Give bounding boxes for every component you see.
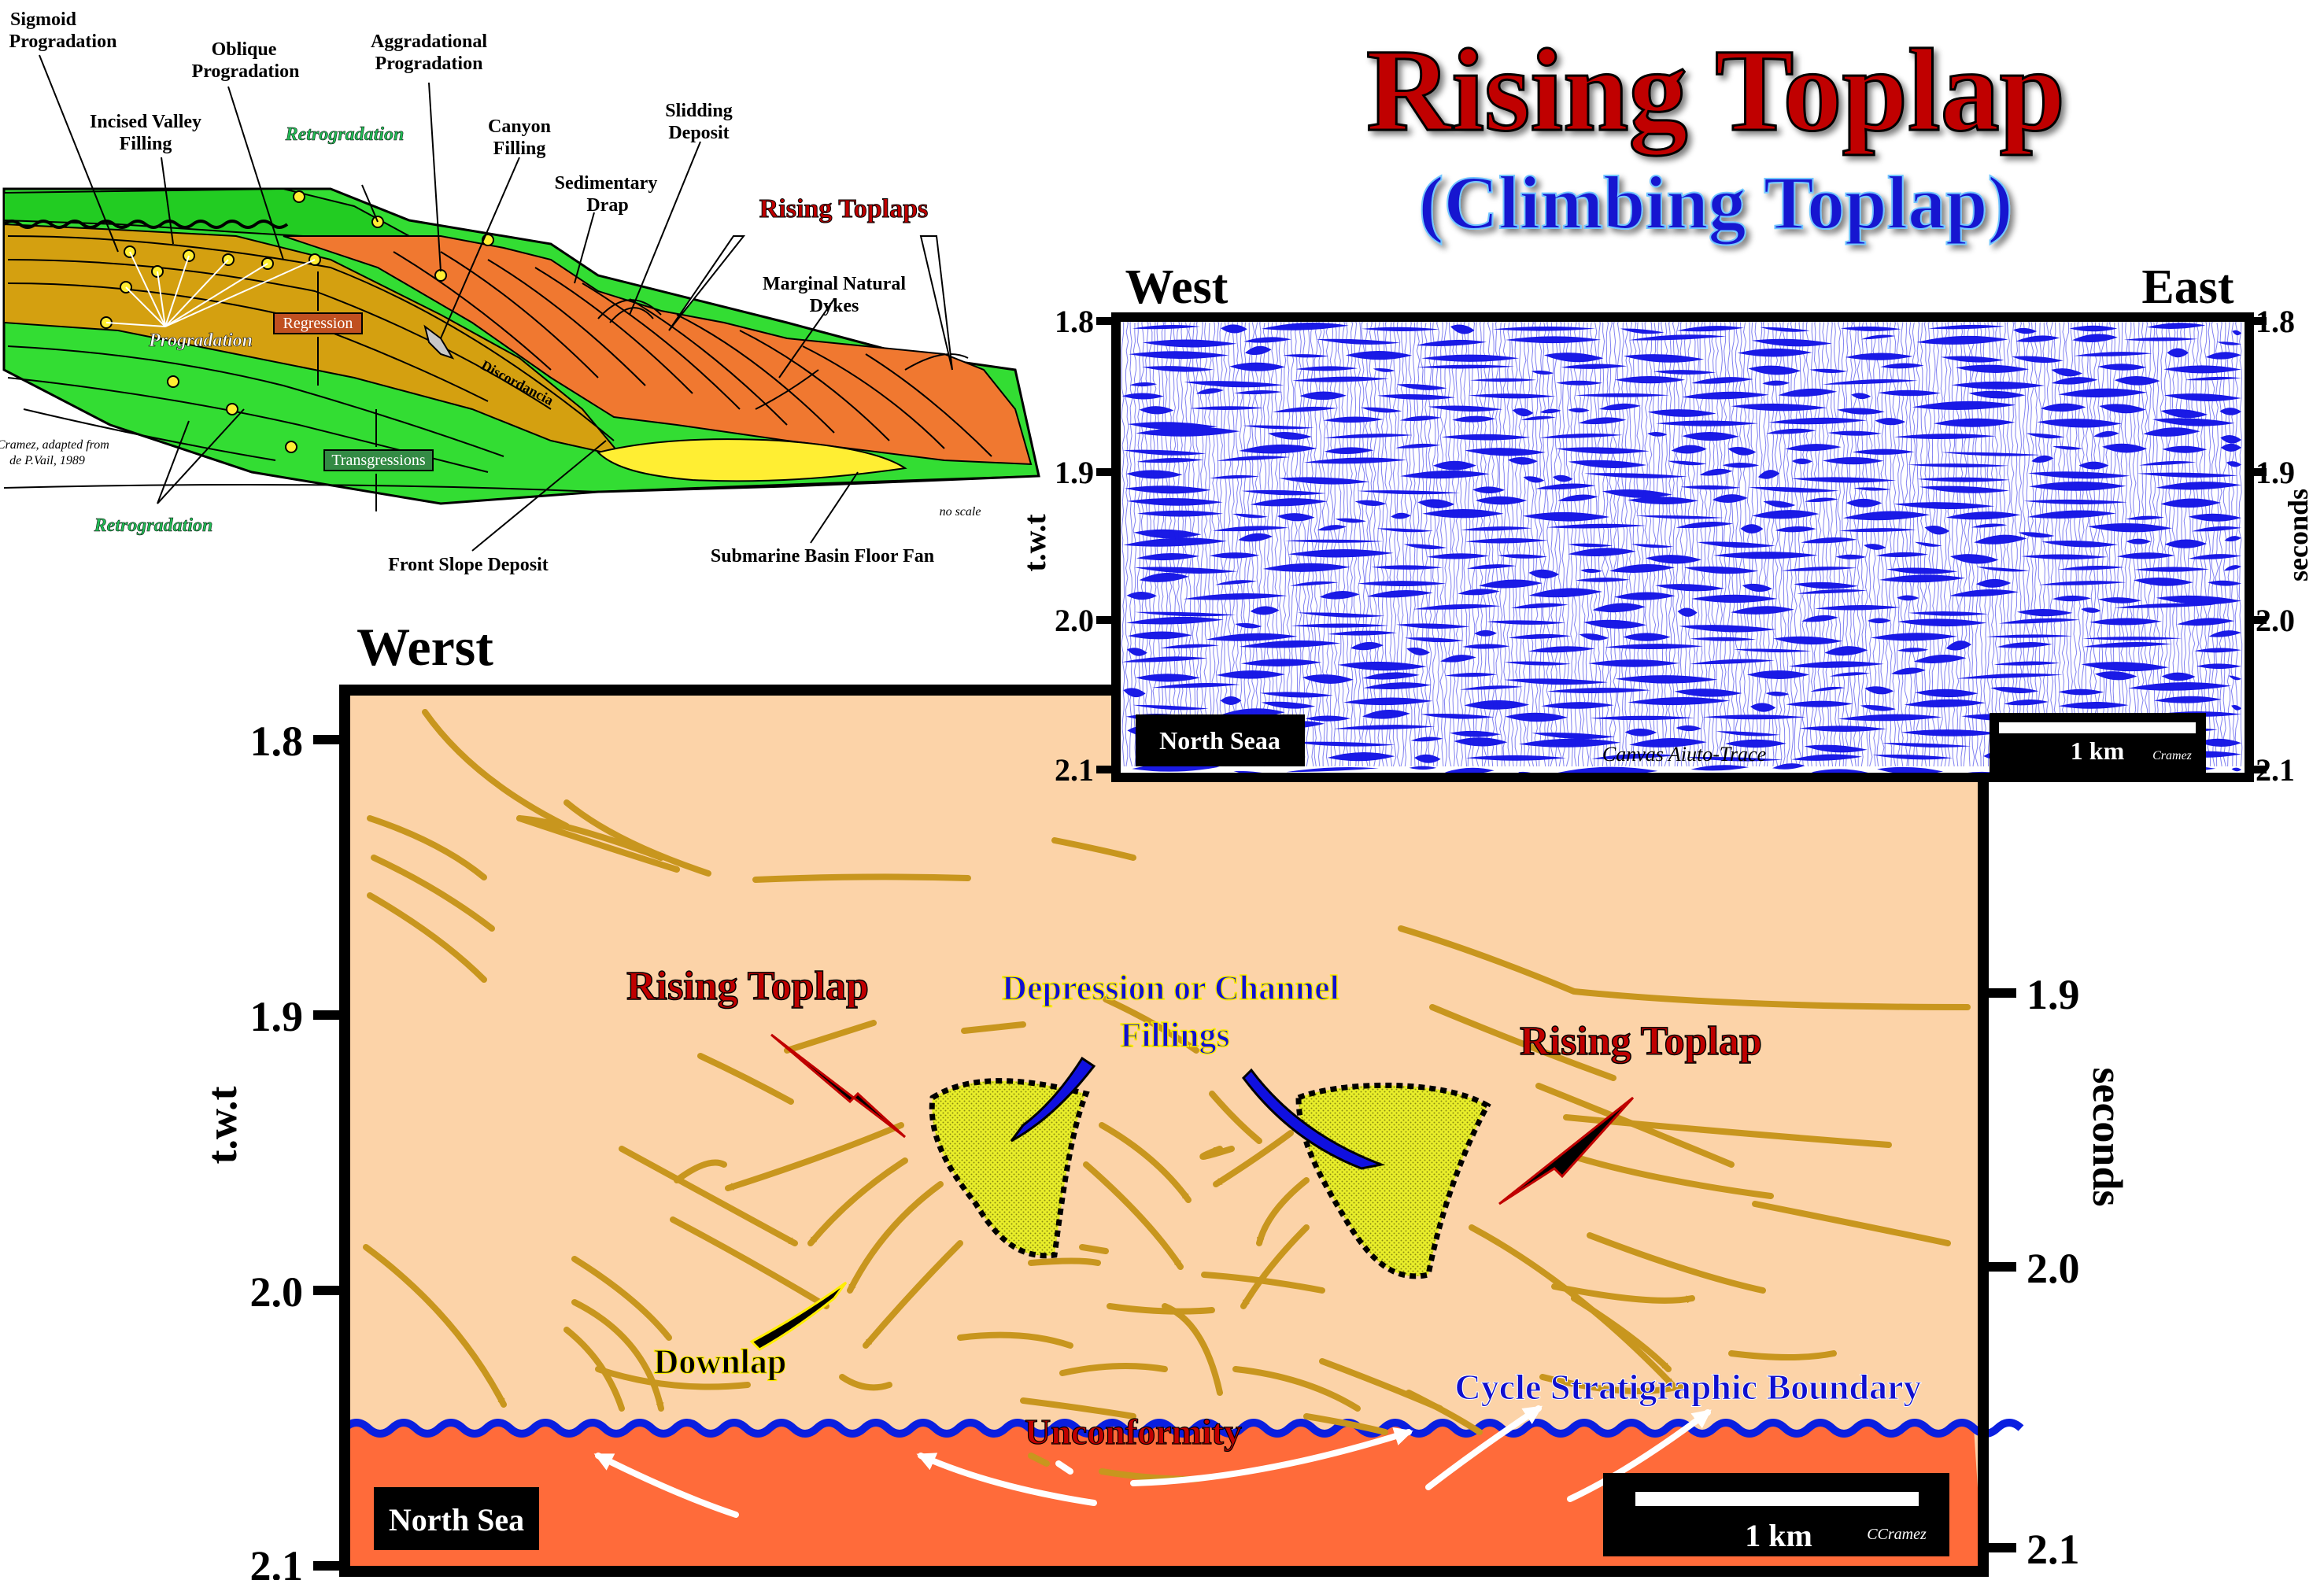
label-rising-toplap-left: Rising Toplap <box>626 964 869 1009</box>
interp-credit: CCramez <box>1867 1526 1927 1543</box>
interpreted-reflectors-arrowed <box>363 1122 1695 1412</box>
interp-scale-bar <box>1635 1492 1919 1506</box>
seismic-tick-left-1-8: 1.8 <box>1055 304 1094 339</box>
transgressions-box: Transgressions <box>323 409 434 511</box>
seismic-credit: Cramez <box>2152 749 2193 762</box>
interp-tick-right-1-9: 1.9 <box>2027 971 2080 1018</box>
seismic-software: Canvas Aiuto-Trace <box>1602 743 1766 766</box>
basement-white-arrows <box>593 1405 1712 1518</box>
interp-west-label: Werst <box>357 617 493 677</box>
interp-tick-left-1-9: 1.9 <box>250 993 304 1040</box>
page-title: Rising Toplap <box>1366 25 2065 156</box>
seismic-tick-right-1-8: 1.8 <box>2256 304 2295 339</box>
label-progradation: Progradation <box>148 330 253 351</box>
seismic-east-label: East <box>2141 260 2233 314</box>
interp-basement <box>345 1423 1983 1571</box>
interp-location: North Sea <box>389 1502 524 1538</box>
rising-toplaps-callout-left <box>668 235 746 331</box>
seismic-traces <box>1121 322 2243 778</box>
interp-scale-box: 1 km CCramez <box>1603 1473 1949 1556</box>
rising-toplap-arrow-left <box>770 1033 907 1139</box>
interp-right-axis: 1.9 2.0 2.1 seconds <box>1983 971 2131 1573</box>
label-retrogradation-top: Retrogradation <box>285 124 405 145</box>
interp-tick-right-2-0: 2.0 <box>2027 1245 2080 1292</box>
label-basin-floor-fan: Submarine Basin Floor Fan <box>711 546 934 567</box>
channel-fill-right <box>1295 1082 1491 1279</box>
seismic-scale-bar <box>1999 722 2196 733</box>
regression-box: Regression <box>273 271 363 386</box>
seismic-axis-right-label: seconds <box>2282 489 2314 581</box>
seismic-panel: West East 1.8 1.9 2.0 2.1 t.w.t <box>1017 260 2314 788</box>
label-retrogradation-bottom: Retrogradation <box>94 515 213 536</box>
incised-valley-surface <box>2 220 289 229</box>
seismic-tick-right-2-1: 2.1 <box>2256 752 2295 788</box>
seismic-tick-left-2-0: 2.0 <box>1055 603 1094 638</box>
rising-toplap-arrow-right <box>1498 1096 1635 1205</box>
interp-axis-left-label: t.w.t <box>198 1086 246 1164</box>
label-downlap: Downlap <box>654 1342 787 1381</box>
depression-arrow-left <box>1010 1056 1096 1143</box>
orange-slope-layer <box>283 235 1033 466</box>
canyon-fill <box>423 324 455 360</box>
rising-toplaps-callout-right <box>919 235 953 371</box>
seismic-wiggle-traces <box>1121 322 2243 767</box>
cycle-stratigraphic-boundary-line <box>342 1419 2024 1438</box>
interp-left-axis: 1.8 1.9 2.0 2.1 t.w.t <box>198 718 350 1580</box>
seismic-axis-left-label: t.w.t <box>1017 514 1052 572</box>
seismic-scale-label: 1 km <box>2071 736 2125 765</box>
seismic-left-axis: 1.8 1.9 2.0 2.1 t.w.t <box>1017 304 1120 788</box>
page-subtitle: (Climbing Toplap) <box>1419 161 2013 245</box>
interp-tick-left-2-0: 2.0 <box>250 1268 304 1316</box>
depression-arrow-right <box>1242 1068 1386 1170</box>
title-block: Rising Toplap (Climbing Toplap) <box>1365 24 2066 246</box>
channel-fill-left <box>929 1078 1090 1259</box>
interpreted-reflectors <box>367 709 1971 1482</box>
label-front-slope: Front Slope Deposit <box>388 555 549 575</box>
interpretation-panel: Werst <box>198 617 2131 1580</box>
downlap-arrow <box>749 1281 848 1351</box>
interp-tick-right-2-1: 2.1 <box>2027 1526 2080 1573</box>
seismic-frame <box>1111 312 2254 782</box>
seismic-location-box: North Seaa <box>1136 714 1305 766</box>
seismic-tick-left-1-9: 1.9 <box>1055 455 1094 490</box>
diagram-no-scale: no scale <box>940 505 981 519</box>
interp-location-box: North Sea <box>374 1487 539 1550</box>
seismic-scale-box: 1 km Cramez <box>1990 713 2206 773</box>
label-rising-toplap-right: Rising Toplap <box>1520 1019 1762 1064</box>
seismic-tick-left-2-1: 2.1 <box>1055 752 1094 788</box>
interp-tick-left-1-8: 1.8 <box>250 718 304 765</box>
diagram-leader-lines <box>39 54 859 552</box>
svg-text:Regression: Regression <box>283 315 353 332</box>
interp-scale-label: 1 km <box>1745 1518 1812 1553</box>
label-cycle-boundary: Cycle Stratigraphic Boundary <box>1455 1367 1922 1407</box>
label-unconformity: Unconformity <box>1025 1412 1242 1452</box>
seismic-location: North Seaa <box>1159 726 1280 755</box>
label-rising-toplaps: Rising Toplaps <box>759 194 929 223</box>
seismic-tick-right-1-9: 1.9 <box>2256 455 2295 490</box>
label-depression-fillings: Depression or Channel Fillings <box>1002 969 1348 1054</box>
interp-tick-left-2-1: 2.1 <box>250 1542 304 1580</box>
seismic-west-label: West <box>1125 260 1229 314</box>
yellow-basin-floor-fan <box>597 438 907 482</box>
svg-text:Transgressions: Transgressions <box>331 452 425 469</box>
seismic-tick-right-2-0: 2.0 <box>2256 603 2295 638</box>
interp-axis-right-label: seconds <box>2084 1067 2131 1206</box>
progradation-rays <box>105 251 316 327</box>
seismic-right-axis: 1.8 1.9 2.0 2.1 seconds <box>2245 304 2314 788</box>
